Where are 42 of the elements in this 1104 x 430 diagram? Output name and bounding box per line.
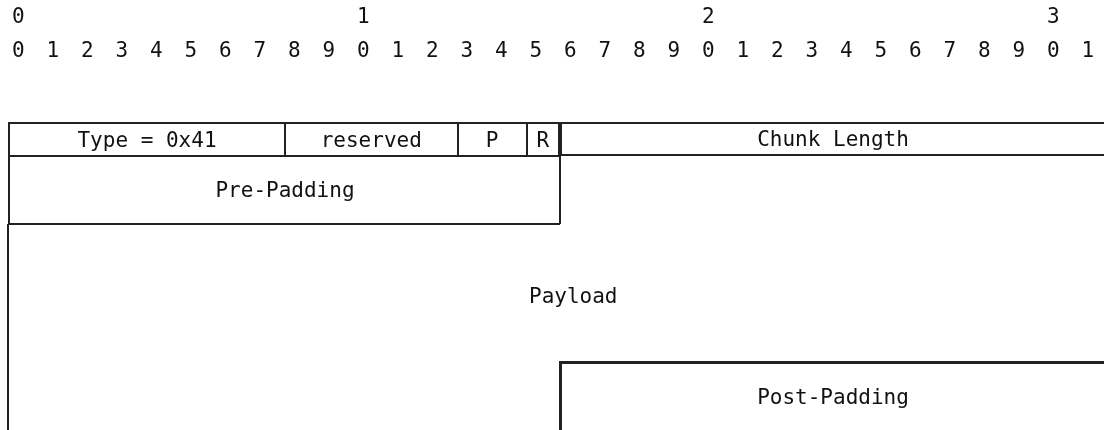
bit-number: 8 (288, 38, 301, 62)
bit-number: 5 (184, 38, 198, 62)
bit-number: 7 (253, 38, 267, 62)
bit-number: 5 (529, 38, 543, 62)
bit-number: 1 (46, 38, 60, 62)
bit-number: 0 (702, 38, 715, 62)
flag-field: R (525, 122, 560, 156)
bit-number: 2 (702, 4, 715, 28)
bit-number: 4 (150, 38, 163, 62)
reserved-field: reserved (284, 122, 457, 156)
flag-field: P (456, 122, 526, 156)
bit-number: 4 (840, 38, 853, 62)
bit-number: 6 (909, 38, 922, 62)
bit-number: 1 (736, 38, 750, 62)
bit-number: 1 (1081, 38, 1095, 62)
bit-number: 0 (357, 38, 370, 62)
bit-number: 7 (598, 38, 612, 62)
field-label: Payload (529, 284, 618, 308)
bit-number: 0 (12, 38, 25, 62)
bit-number: 9 (667, 38, 681, 62)
length-field: Chunk Length (560, 122, 1104, 156)
bit-number: 0 (1047, 38, 1060, 62)
bit-number: 2 (81, 38, 94, 62)
bit-number: 5 (874, 38, 888, 62)
bit-number: 3 (1047, 4, 1060, 28)
bit-number: 1 (391, 38, 405, 62)
bit-number: 9 (1012, 38, 1026, 62)
bit-number: 8 (978, 38, 991, 62)
bit-number: 4 (495, 38, 508, 62)
bit-number: 2 (426, 38, 439, 62)
type-field: Type = 0x41 (8, 122, 284, 156)
bit-number: 9 (322, 38, 336, 62)
bit-number: 6 (564, 38, 577, 62)
bit-number: 3 (460, 38, 474, 62)
bit-number: 7 (943, 38, 957, 62)
bit-number: 8 (633, 38, 646, 62)
bit-number: 3 (115, 38, 129, 62)
bit-number: 0 (12, 4, 25, 28)
bit-number: 6 (219, 38, 232, 62)
bit-number: 3 (805, 38, 819, 62)
bit-number: 2 (771, 38, 784, 62)
bit-number: 1 (357, 4, 370, 28)
